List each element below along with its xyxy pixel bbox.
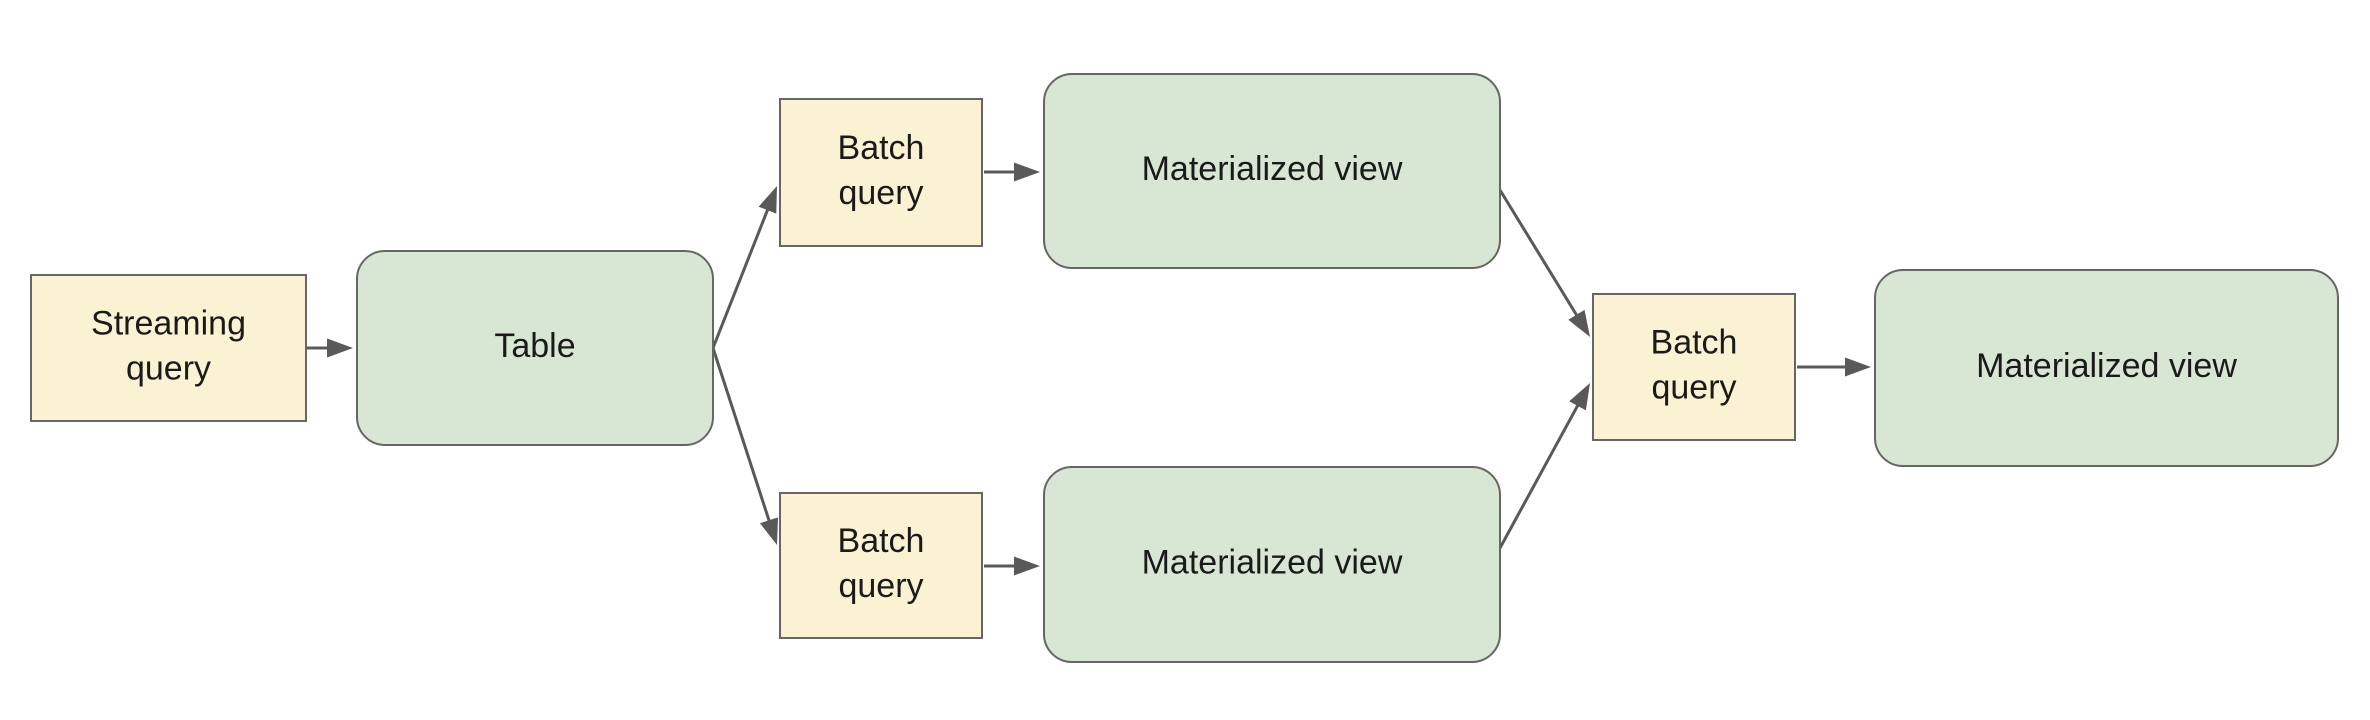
arrowhead-icon (759, 517, 779, 545)
node-label: query (1651, 368, 1736, 406)
node-batch-query-top[interactable]: Batch query (779, 98, 983, 247)
edge-table-to-batch-top (711, 186, 777, 349)
node-box[interactable] (1592, 293, 1796, 441)
node-materialized-view-final[interactable]: Materialized view (1874, 269, 2339, 467)
node-box[interactable] (779, 492, 983, 639)
edge-batch-top-to-view-top (984, 162, 1040, 182)
node-label: query (126, 349, 211, 387)
arrowhead-icon (1845, 357, 1871, 377)
node-table[interactable]: Table (356, 250, 714, 446)
edges-layer (307, 162, 1871, 576)
edge-streaming-to-table (307, 338, 353, 358)
edge-batch-join-to-view-final (1797, 357, 1871, 377)
arrowhead-icon (1014, 556, 1040, 576)
node-streaming-query[interactable]: Streaming query (30, 274, 307, 422)
arrowhead-icon (1014, 162, 1040, 182)
edge-view-top-to-batch-join (1498, 189, 1590, 337)
edge-line (1498, 189, 1580, 319)
node-batch-query-bottom[interactable]: Batch query (779, 492, 983, 639)
node-box[interactable] (30, 274, 307, 422)
edge-batch-bottom-to-view-bottom (984, 556, 1040, 576)
edge-line (711, 206, 770, 349)
node-materialized-view-bottom[interactable]: Materialized view (1043, 466, 1501, 663)
edge-view-bottom-to-batch-join (1498, 383, 1590, 549)
edge-line (711, 347, 772, 524)
nodes-layer: StreamingqueryTableBatchqueryMaterialize… (30, 73, 2339, 663)
node-label: Streaming (91, 304, 246, 342)
node-materialized-view-top[interactable]: Materialized view (1043, 73, 1501, 269)
edge-line (1498, 402, 1581, 549)
node-box[interactable] (1043, 466, 1501, 663)
arrowhead-icon (1568, 309, 1590, 337)
node-box[interactable] (1874, 269, 2339, 467)
node-label: Batch (838, 129, 925, 167)
node-label: query (838, 567, 923, 605)
node-label: Batch (1651, 323, 1738, 361)
node-label: query (838, 174, 923, 212)
edge-table-to-batch-bottom (711, 347, 779, 545)
node-box[interactable] (356, 250, 714, 446)
node-label: Table (494, 327, 575, 365)
arrowhead-icon (327, 338, 353, 358)
node-box[interactable] (779, 98, 983, 247)
node-label: Materialized view (1142, 150, 1403, 188)
node-label: Batch (838, 522, 925, 560)
node-batch-query-join[interactable]: Batch query (1592, 293, 1796, 441)
node-label: Materialized view (1142, 543, 1403, 581)
arrowhead-icon (1569, 383, 1590, 411)
node-label: Materialized view (1976, 347, 2237, 385)
node-box[interactable] (1043, 73, 1501, 269)
arrowhead-icon (758, 186, 777, 214)
